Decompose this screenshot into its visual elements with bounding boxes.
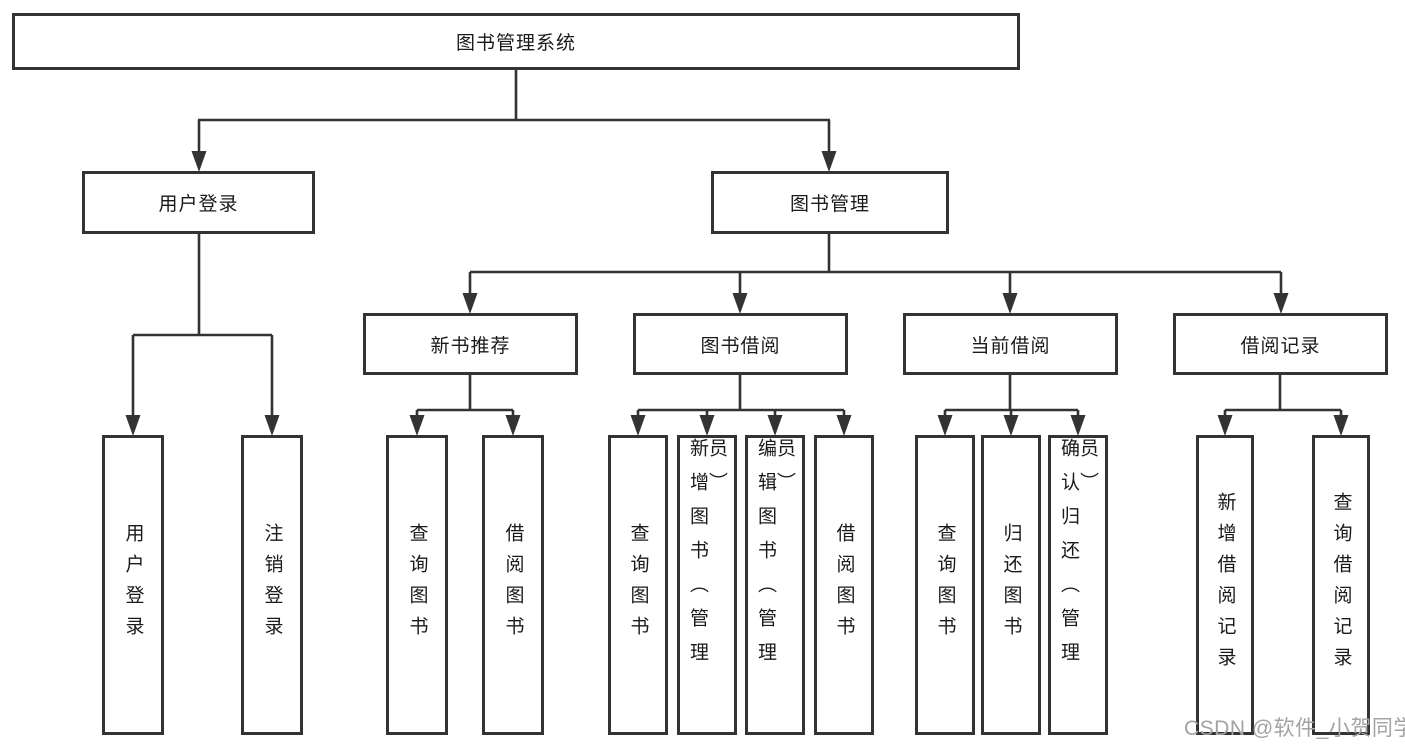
leaf-borrow-borrow-book: 借阅图书	[814, 435, 874, 735]
leaf-borrow-add-book-admin-label: 新增图书（管理员）	[687, 438, 727, 676]
node-root: 图书管理系统	[12, 13, 1020, 70]
leaf-current-query-book: 查询图书	[915, 435, 975, 735]
node-new-book-recommend: 新书推荐	[363, 313, 578, 375]
node-borrow-record-label: 借阅记录	[1240, 335, 1321, 357]
leaf-user-login-label: 用户登录	[122, 523, 144, 647]
leaf-borrow-edit-book-admin-label: 编辑图书（管理员）	[755, 438, 795, 676]
leaf-recommend-borrow-book-label: 借阅图书	[502, 523, 524, 647]
node-user-login: 用户登录	[82, 171, 315, 234]
node-book-borrow: 图书借阅	[633, 313, 848, 375]
leaf-current-confirm-return-admin: 确认归还（管理员）	[1048, 435, 1108, 735]
node-book-borrow-label: 图书借阅	[700, 335, 781, 357]
leaf-borrow-query-book-label: 查询图书	[627, 523, 649, 647]
leaf-borrow-edit-book-admin: 编辑图书（管理员）	[745, 435, 805, 735]
leaf-current-query-book-label: 查询图书	[934, 523, 956, 647]
leaf-record-query-borrow-record: 查询借阅记录	[1312, 435, 1370, 735]
node-current-borrow-label: 当前借阅	[970, 335, 1051, 357]
node-new-book-recommend-label: 新书推荐	[430, 335, 511, 357]
node-root-label: 图书管理系统	[455, 33, 576, 54]
node-borrow-record: 借阅记录	[1173, 313, 1388, 375]
leaf-recommend-query-book: 查询图书	[386, 435, 448, 735]
leaf-record-add-borrow-record-label: 新增借阅记录	[1214, 492, 1236, 678]
leaf-current-return-book: 归还图书	[981, 435, 1041, 735]
leaf-user-login: 用户登录	[102, 435, 164, 735]
leaf-logout: 注销登录	[241, 435, 303, 735]
node-book-management-label: 图书管理	[789, 194, 870, 215]
leaf-logout-label: 注销登录	[261, 523, 283, 647]
leaf-borrow-query-book: 查询图书	[608, 435, 668, 735]
node-book-management: 图书管理	[711, 171, 949, 234]
leaf-record-query-borrow-record-label: 查询借阅记录	[1330, 492, 1352, 678]
leaf-current-confirm-return-admin-label: 确认归还（管理员）	[1058, 438, 1098, 676]
leaf-recommend-query-book-label: 查询图书	[406, 523, 428, 647]
leaf-record-add-borrow-record: 新增借阅记录	[1196, 435, 1254, 735]
leaf-recommend-borrow-book: 借阅图书	[482, 435, 544, 735]
node-user-login-label: 用户登录	[158, 194, 239, 215]
node-current-borrow: 当前借阅	[903, 313, 1118, 375]
leaf-borrow-borrow-book-label: 借阅图书	[833, 523, 855, 647]
arrowheads	[125, 151, 1349, 436]
leaf-borrow-add-book-admin: 新增图书（管理员）	[677, 435, 737, 735]
watermark: CSDN @软件_小贺同学	[1184, 717, 1405, 740]
leaf-current-return-book-label: 归还图书	[1000, 523, 1022, 647]
